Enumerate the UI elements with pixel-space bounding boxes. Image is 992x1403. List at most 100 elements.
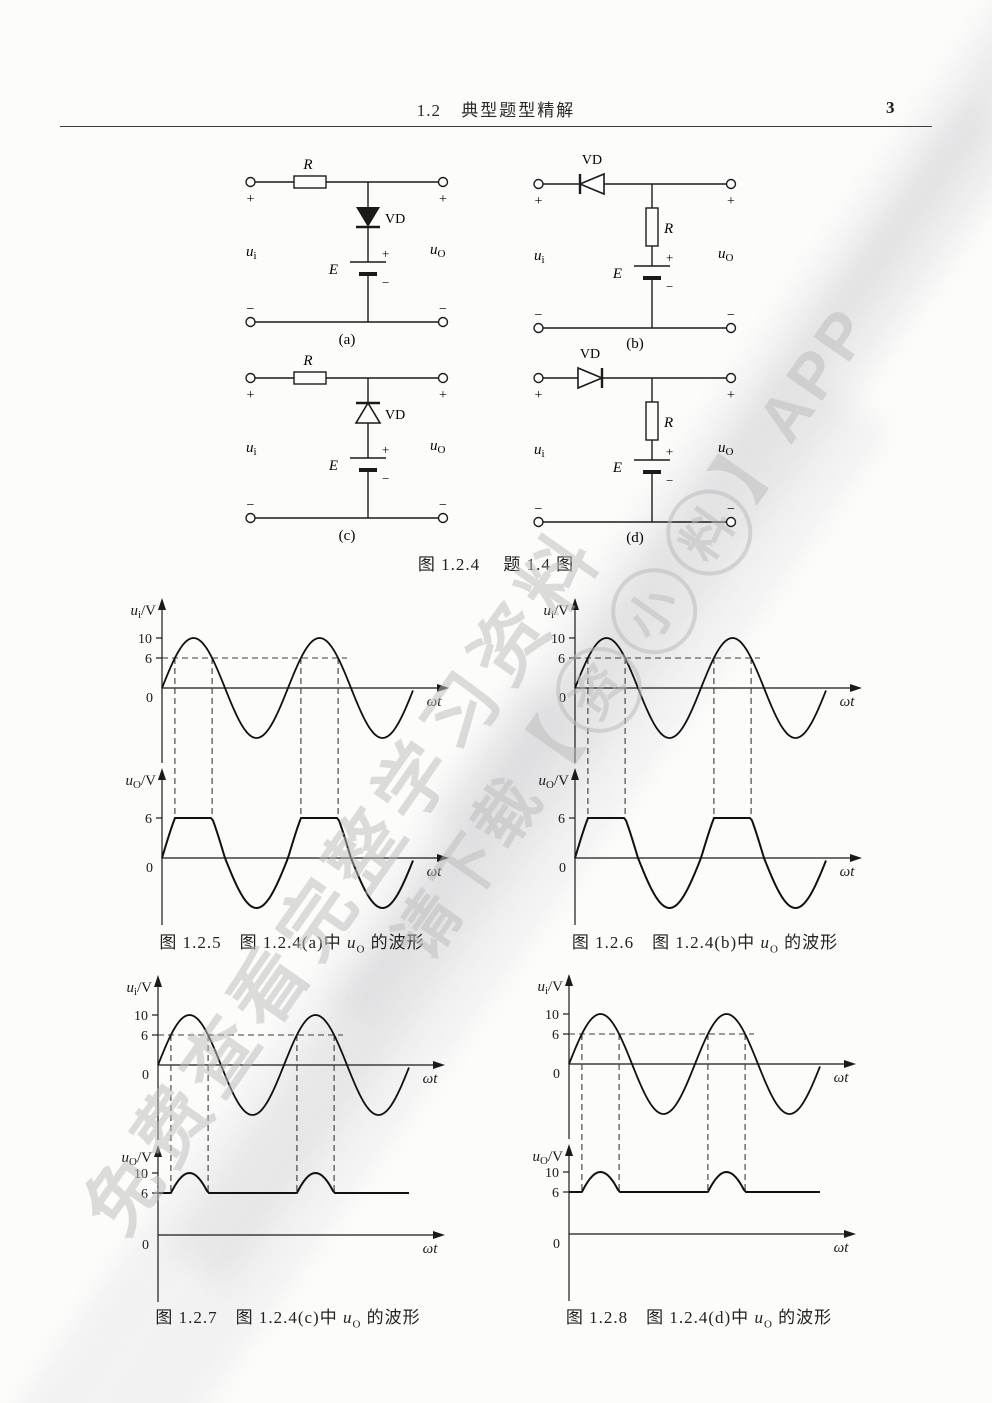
ui-sine-curve [157, 1014, 410, 1116]
ui-sine-curve [574, 637, 827, 739]
uo-xaxis-label: ωt [840, 864, 856, 880]
battery-minus: − [382, 471, 389, 486]
terminal-minus: − [727, 502, 735, 517]
terminal-minus: − [247, 302, 255, 317]
ui-xaxis-label: ωt [427, 694, 443, 710]
uo-axis-label: uO/V [539, 773, 570, 791]
battery-label: E [612, 460, 622, 476]
ui-xaxis-label: ωt [423, 1071, 439, 1087]
diode-symbol [354, 401, 382, 424]
circuit-c-diagram: R VD E + − + + − − ui uO (c) [245, 353, 449, 544]
terminal-plus: + [535, 388, 543, 403]
uo-axis-label: uO/V [126, 773, 157, 791]
terminals [533, 372, 737, 528]
axis-arrows [158, 598, 449, 862]
axis-arrows [571, 598, 862, 862]
header-rule [60, 126, 932, 127]
panel-tag-a: (a) [339, 332, 356, 348]
ui-axis-label: ui/V [126, 980, 152, 998]
terminal-minus: − [439, 302, 447, 317]
input-voltage-label: ui [534, 442, 545, 460]
uo-ytick-0: 0 [553, 1237, 560, 1252]
axes [156, 605, 441, 925]
terminal-minus: − [247, 498, 255, 513]
uo-axis-label: uO/V [122, 1150, 153, 1168]
circuit-c-wires [255, 371, 438, 519]
battery-minus: − [382, 275, 389, 290]
ui-sine-curve [161, 637, 414, 739]
output-voltage-label: uO [430, 242, 446, 260]
uo-ytick-6: 6 [145, 812, 152, 827]
axes [152, 982, 437, 1302]
diode-symbol [356, 207, 380, 227]
uo-output-curve [158, 1172, 409, 1194]
diode-label: VD [385, 212, 405, 227]
axis-arrows [565, 974, 856, 1238]
terminals [245, 176, 449, 328]
output-voltage-label: uO [718, 440, 734, 458]
ui-xaxis-label: ωt [834, 1070, 850, 1086]
output-voltage-label: uO [718, 246, 734, 264]
input-voltage-label: ui [246, 244, 257, 262]
construction-dashed-lines [158, 1034, 343, 1193]
construction-dashed-lines [162, 657, 347, 818]
resistor-label: R [663, 221, 673, 237]
ui-ytick-6: 6 [558, 652, 565, 667]
uo-ytick-0: 0 [142, 1238, 149, 1253]
battery-minus: − [666, 473, 673, 488]
ui-ytick-6: 6 [145, 652, 152, 667]
uo-xaxis-label: ωt [834, 1240, 850, 1256]
ui-xaxis-label: ωt [840, 694, 856, 710]
circuit-a-wires [255, 175, 438, 323]
battery-minus: − [666, 279, 673, 294]
ui-ytick-10: 10 [545, 1008, 559, 1023]
terminal-minus: − [439, 498, 447, 513]
circuit-d-diagram: VD R E + − + + − − ui uO (d) [533, 347, 737, 546]
axes [563, 981, 848, 1301]
uo-axis-label: uO/V [533, 1149, 564, 1167]
uo-output-curve [569, 1171, 820, 1193]
uo-ytick-6: 6 [558, 812, 565, 827]
ui-axis-label: ui/V [537, 979, 563, 997]
circuit-b-diagram: VD R E + − + + − − ui uO (b) [533, 153, 737, 352]
axis-arrows [154, 975, 445, 1239]
battery-label: E [328, 262, 338, 278]
diode-symbol [577, 366, 605, 390]
ui-sine-curve [568, 1013, 821, 1115]
resistor-symbol [645, 401, 659, 441]
resistor-label: R [302, 353, 312, 369]
battery-label: E [328, 458, 338, 474]
ui-axis-label: ui/V [543, 603, 569, 621]
uo-ytick-6: 6 [552, 1186, 559, 1201]
output-voltage-label: uO [430, 438, 446, 456]
terminal-minus: − [727, 308, 735, 323]
ui-ytick-0: 0 [146, 691, 153, 706]
terminal-plus: + [535, 194, 543, 209]
uo-output-curve [161, 817, 414, 909]
diode-label: VD [385, 408, 405, 423]
diode-label: VD [580, 347, 600, 362]
input-voltage-label: ui [534, 248, 545, 266]
diode-label: VD [582, 153, 602, 168]
resistor-symbol [645, 207, 659, 247]
terminal-plus: + [439, 388, 447, 403]
battery-plus: + [382, 442, 389, 457]
circuit-d-wires [543, 377, 726, 523]
panel-tag-d: (d) [626, 530, 644, 546]
terminals [245, 372, 449, 524]
panel-tag-b: (b) [626, 336, 644, 352]
page-number: 3 [886, 98, 895, 117]
battery-plus: + [666, 250, 673, 265]
uo-ytick-0: 0 [559, 861, 566, 876]
uo-ytick-0: 0 [146, 861, 153, 876]
circuit-b-wires [543, 183, 726, 329]
axes [569, 605, 854, 925]
diode-symbol [577, 172, 605, 196]
